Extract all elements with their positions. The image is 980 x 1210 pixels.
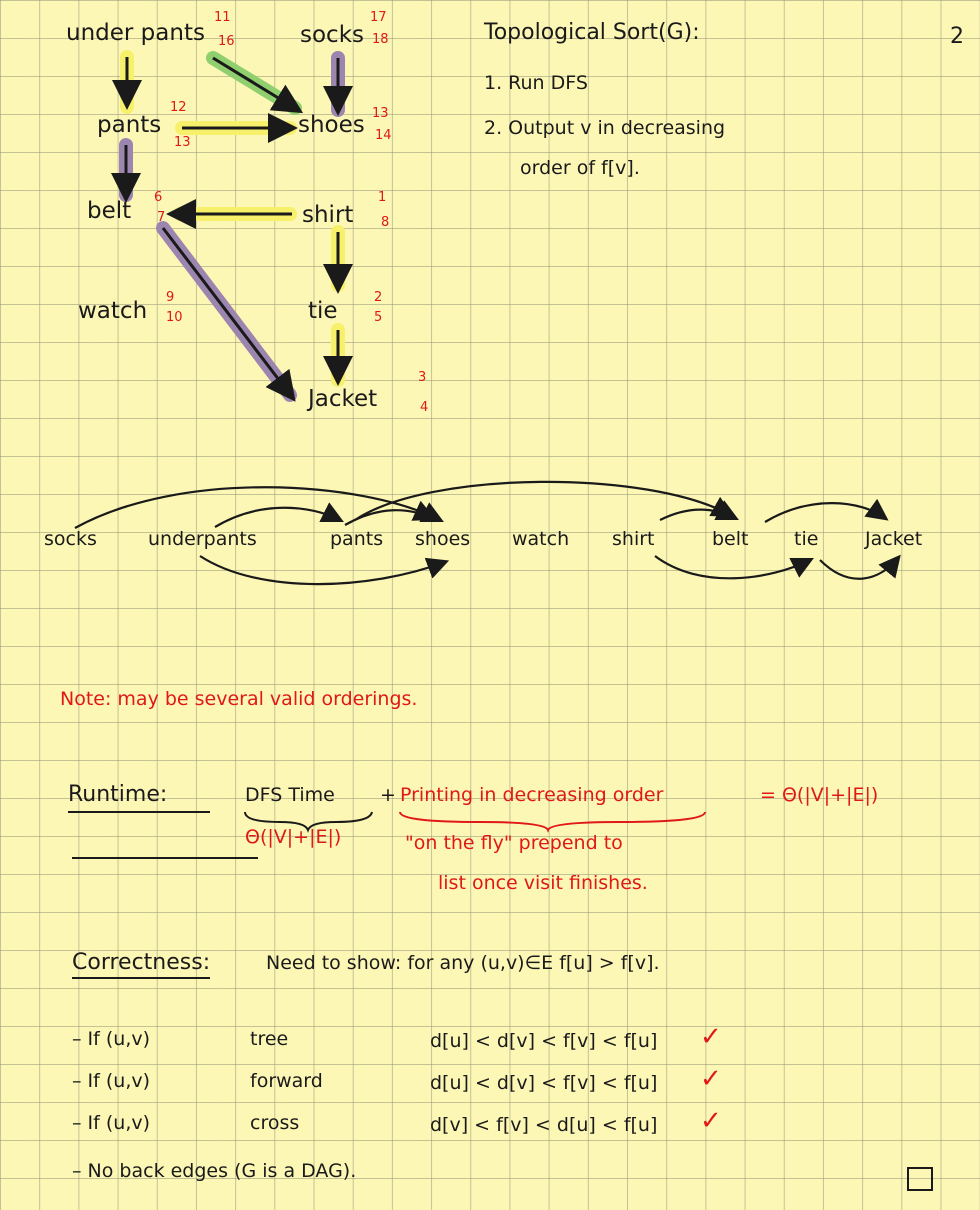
order-jacket: Jacket [865, 528, 923, 550]
case-tree-rel: d[u] < d[v] < f[v] < f[u] [430, 1030, 658, 1052]
dfs-brace [244, 811, 373, 833]
correctness-label: Correctness: [72, 950, 211, 979]
node-tie: tie [308, 298, 338, 324]
case-tree-cond: – If (u,v) [72, 1028, 151, 1050]
node-jacket-d: 3 [418, 370, 427, 385]
order-socks: socks [44, 528, 97, 550]
node-jacket: Jacket [308, 386, 378, 412]
order-edge-underpants-pants [214, 502, 344, 528]
order-edge-socks-shoes [74, 486, 444, 529]
case-cross-cond: – If (u,v) [72, 1112, 151, 1134]
node-pants-f: 13 [174, 135, 191, 150]
case-cross-kind: cross [250, 1112, 300, 1134]
runtime-label: Runtime: [68, 782, 168, 807]
page-number: 2 [950, 24, 964, 49]
node-underpants-d: 11 [214, 10, 231, 25]
order-edge-underpants-shoes-low [199, 555, 450, 586]
node-shoes: shoes [298, 112, 365, 138]
case-cross-rel: d[v] < f[v] < d[u] < f[u] [430, 1114, 658, 1136]
case-tree-check: ✓ [700, 1022, 722, 1052]
order-edge-pants-belt [354, 480, 734, 521]
order-edge-tie-jacket [819, 554, 901, 580]
case-forward-kind: forward [250, 1070, 323, 1092]
order-edge-belt-jacket [764, 498, 889, 523]
node-shirt-f: 8 [381, 215, 390, 230]
edge-underpants-shoes [212, 56, 304, 114]
algorithm-step-2-cont: order of f[v]. [520, 157, 640, 179]
printing-brace [399, 811, 706, 833]
node-watch-f: 10 [166, 310, 183, 325]
edge-belt-jacket [161, 227, 296, 402]
correctness-claim: Need to show: for any (u,v)∈E f[u] > f[v… [266, 952, 660, 974]
node-jacket-f: 4 [420, 400, 429, 415]
node-belt: belt [87, 198, 132, 224]
case-tree-kind: tree [250, 1028, 289, 1050]
node-belt-f: 7 [157, 210, 166, 225]
runtime-fly-2: list once visit finishes. [438, 872, 648, 894]
qed-box [907, 1167, 933, 1191]
node-shirt: shirt [302, 202, 354, 228]
node-socks-d: 17 [370, 10, 387, 25]
runtime-dfs: DFS Time [245, 784, 335, 806]
case-forward-cond: – If (u,v) [72, 1070, 151, 1092]
algorithm-step-2: 2. Output v in decreasing [484, 117, 726, 139]
order-edge-shirt-belt [659, 500, 739, 521]
node-tie-f: 5 [374, 310, 383, 325]
order-watch: watch [512, 528, 570, 550]
node-socks-f: 18 [372, 32, 389, 47]
algorithm-step-1: 1. Run DFS [484, 72, 588, 94]
node-tie-d: 2 [374, 290, 383, 305]
runtime-fly-1: "on the fly" prepend to [405, 832, 623, 854]
order-edge-shirt-tie [654, 555, 814, 580]
node-pants: pants [97, 112, 162, 138]
no-back-edges: – No back edges (G is a DAG). [72, 1160, 357, 1182]
node-shirt-d: 1 [378, 190, 387, 205]
runtime-printing: Printing in decreasing order [400, 784, 664, 806]
runtime-plus: + [380, 784, 396, 806]
order-tie: tie [794, 528, 819, 550]
order-underpants: underpants [148, 528, 257, 550]
node-shoes-f: 14 [375, 128, 392, 143]
node-pants-d: 12 [170, 100, 187, 115]
order-pants: pants [330, 528, 384, 550]
node-watch-d: 9 [166, 290, 175, 305]
order-shoes: shoes [415, 528, 471, 550]
algorithm-title: Topological Sort(G): [484, 20, 700, 45]
runtime-total: = Θ(|V|+|E|) [760, 784, 879, 806]
case-cross-check: ✓ [700, 1106, 722, 1136]
note-text: Note: may be several valid orderings. [60, 688, 418, 710]
case-forward-check: ✓ [700, 1064, 722, 1094]
order-belt: belt [712, 528, 749, 550]
case-forward-rel: d[u] < d[v] < f[v] < f[u] [430, 1072, 658, 1094]
node-belt-d: 6 [154, 190, 163, 205]
node-socks: socks [300, 22, 365, 48]
order-shirt: shirt [612, 528, 655, 550]
runtime-dfs-cost: Θ(|V|+|E|) [245, 826, 342, 848]
node-watch: watch [78, 298, 148, 324]
node-shoes-d: 13 [372, 106, 389, 121]
node-underpants-f: 16 [218, 34, 235, 49]
node-underpants: under pants [66, 20, 205, 46]
